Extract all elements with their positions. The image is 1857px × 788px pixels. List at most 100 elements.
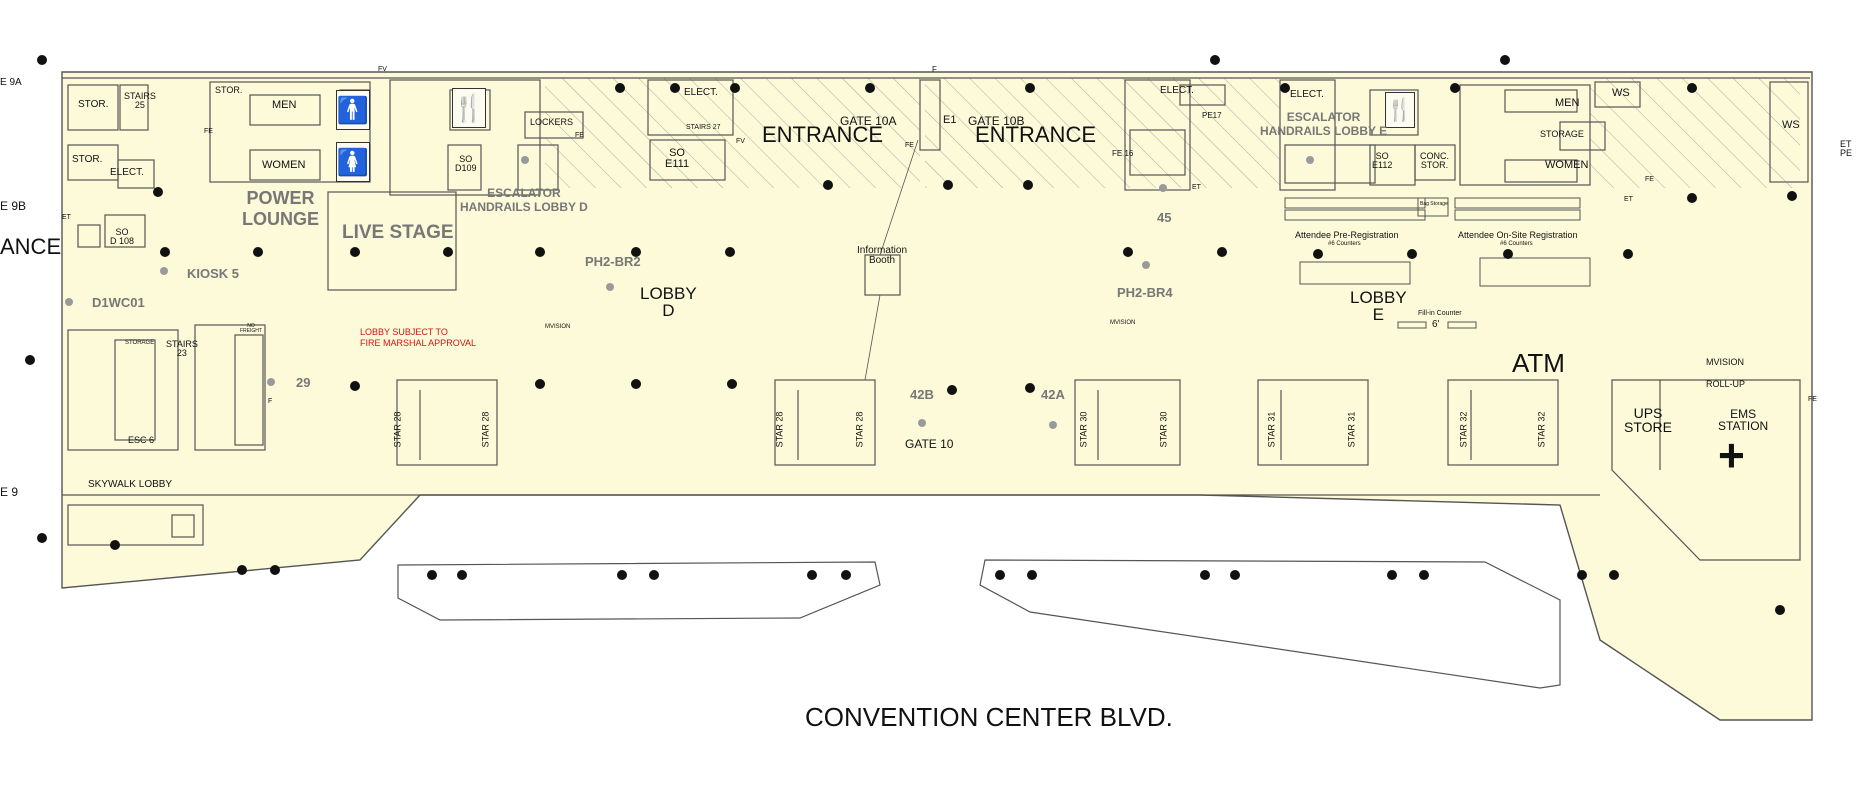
entrance-edge-label: ANCE bbox=[0, 234, 62, 259]
bag-storage-label: Bag Storage bbox=[1420, 201, 1448, 207]
so-e111-label: SO E111 bbox=[665, 147, 690, 170]
medical-cross-icon: + bbox=[1718, 429, 1745, 481]
entrance-right-label: ENTRANCE bbox=[975, 122, 1097, 147]
ems-station-label: EMS STATION bbox=[1718, 407, 1769, 433]
stor-label-1: STOR. bbox=[78, 99, 109, 110]
fv-marker-2: FV bbox=[378, 66, 387, 73]
registration-counters bbox=[1284, 197, 1591, 329]
dimension-line bbox=[879, 139, 919, 256]
ph2-br4-label: PH2-BR4 bbox=[1117, 285, 1173, 300]
star-30-label-a: STAR 30 bbox=[1078, 411, 1089, 448]
stairs-23-label: STAIRS 23 bbox=[166, 339, 198, 358]
elect-label-3: ELECT. bbox=[1160, 85, 1194, 96]
ph2-br2-label: PH2-BR2 bbox=[585, 254, 641, 269]
mvision-label-right: MVISION bbox=[1706, 357, 1745, 367]
et-pe-label: ET PE bbox=[1840, 139, 1853, 158]
stor-label-3: STOR. bbox=[215, 85, 243, 95]
onsite-registration-label: Attendee On-Site Registration bbox=[1458, 230, 1578, 240]
star-28-label-b: STAR 28 bbox=[480, 411, 491, 448]
fe-marker-2: FE bbox=[575, 132, 584, 139]
entrance-left-label: ENTRANCE bbox=[762, 122, 884, 147]
lobby-d-label: LOBBY D bbox=[640, 284, 697, 320]
e1-label: E1 bbox=[943, 114, 957, 126]
lockers-label: LOCKERS bbox=[530, 117, 574, 127]
stair-blocks bbox=[396, 379, 1559, 466]
pe17-label: PE17 bbox=[1202, 111, 1222, 120]
pre-registration-counters: #6 Counters bbox=[1328, 241, 1361, 247]
fe16-label: FE 16 bbox=[1112, 149, 1134, 158]
d1wc01-label: D1WC01 bbox=[92, 295, 145, 310]
e9a-label: E 9A bbox=[0, 77, 22, 88]
fork-knife-icon: 🍴 bbox=[1385, 92, 1415, 128]
so-d109-label: SO D109 bbox=[455, 154, 477, 173]
fe-marker-1: FE bbox=[204, 128, 213, 135]
stairs-25-label: STAIRS 25 bbox=[124, 91, 156, 110]
fill-in-counter-label: Fill-in Counter bbox=[1418, 310, 1462, 317]
fe-marker-5: FE bbox=[1645, 176, 1654, 183]
fe-marker-3: FE bbox=[905, 142, 914, 149]
columns bbox=[25, 55, 1797, 615]
sidewalk-island-left bbox=[397, 561, 881, 621]
power-lounge-label: POWER LOUNGE bbox=[242, 188, 320, 229]
right-rooms bbox=[1611, 379, 1801, 561]
star-31-label-b: STAR 31 bbox=[1346, 411, 1357, 448]
sidewalk-island-right bbox=[979, 559, 1561, 689]
access-points bbox=[65, 156, 1314, 429]
street-label: CONVENTION CENTER BLVD. bbox=[805, 702, 1173, 732]
live-stage-label: LIVE STAGE bbox=[342, 222, 454, 243]
esc-6-label: ESC 6 bbox=[128, 435, 155, 445]
e9b-label: E 9B bbox=[0, 199, 27, 213]
skywalk-lobby-label: SKYWALK LOBBY bbox=[88, 479, 173, 490]
dimension-line-2 bbox=[864, 294, 881, 381]
fe-marker-4: FE bbox=[1808, 396, 1817, 403]
et-marker-1: ET bbox=[62, 214, 71, 221]
escalator-e-label: ESCALATOR HANDRAILS LOBBY E bbox=[1260, 110, 1388, 139]
mvision-label-left: MVISION bbox=[545, 324, 571, 330]
gate-10b-label: GATE 10B bbox=[968, 114, 1025, 128]
ap-42a-label: 42A bbox=[1041, 387, 1065, 402]
so-e112-label: SO E112 bbox=[1372, 151, 1393, 170]
fork-knife-icon: 🍴 bbox=[452, 88, 486, 128]
et-marker-2: ET bbox=[1192, 184, 1201, 191]
stairs-27-label: STAIRS 27 bbox=[686, 124, 721, 131]
pre-registration-label: Attendee Pre-Registration bbox=[1295, 230, 1399, 240]
so-d108-label: SO D 108 bbox=[110, 227, 135, 246]
star-31-label-a: STAR 31 bbox=[1266, 411, 1277, 448]
no-freight-label: NO FREIGHT bbox=[240, 323, 262, 334]
ap-42b-label: 42B bbox=[910, 387, 934, 402]
f-marker-2: F bbox=[268, 398, 273, 405]
ws-label-2: WS bbox=[1612, 87, 1630, 99]
men-room-label-e: MEN bbox=[1555, 97, 1580, 109]
onsite-registration-counters: #6 Counters bbox=[1500, 241, 1533, 247]
f-marker-1: F bbox=[932, 65, 937, 74]
atm-label: ATM bbox=[1512, 348, 1565, 378]
storage-small-label: STORAGE bbox=[125, 340, 155, 346]
mvision-label-mid: MVISION bbox=[1110, 320, 1136, 326]
star-28-label-d: STAR 28 bbox=[854, 411, 865, 448]
e9-label: E 9 bbox=[0, 485, 19, 499]
ap-45-label: 45 bbox=[1157, 210, 1172, 225]
elect-label-2: ELECT. bbox=[684, 87, 718, 98]
stor-label-2: STOR. bbox=[72, 154, 103, 165]
gate-10a-label: GATE 10A bbox=[840, 114, 897, 128]
conc-stor-label: CONC. STOR. bbox=[1420, 151, 1449, 170]
escalator-d-label: ESCALATOR HANDRAILS LOBBY D bbox=[460, 186, 588, 215]
elect-label-4: ELECT. bbox=[1290, 89, 1324, 100]
ap-29-label: 29 bbox=[296, 375, 311, 390]
elect-label-1: ELECT. bbox=[110, 167, 144, 178]
ws-label-1: WS bbox=[1782, 119, 1800, 131]
roll-up-label: ROLL-UP bbox=[1706, 379, 1746, 389]
kiosk-5-label: KIOSK 5 bbox=[187, 266, 240, 281]
star-32-label-b: STAR 32 bbox=[1536, 411, 1547, 448]
gate-10-label: GATE 10 bbox=[905, 437, 954, 451]
fire-marshal-notice: LOBBY SUBJECT TO FIRE MARSHAL APPROVAL bbox=[360, 327, 477, 348]
information-booth bbox=[864, 254, 901, 296]
information-booth-label: Information Booth bbox=[857, 245, 908, 266]
left-core bbox=[67, 224, 266, 546]
woman-icon: 🚺 bbox=[336, 142, 370, 182]
women-room-label: WOMEN bbox=[262, 159, 306, 171]
star-32-label-a: STAR 32 bbox=[1458, 411, 1469, 448]
star-28-label-c: STAR 28 bbox=[774, 411, 785, 448]
women-room-label-e: WOMEN bbox=[1545, 159, 1589, 171]
